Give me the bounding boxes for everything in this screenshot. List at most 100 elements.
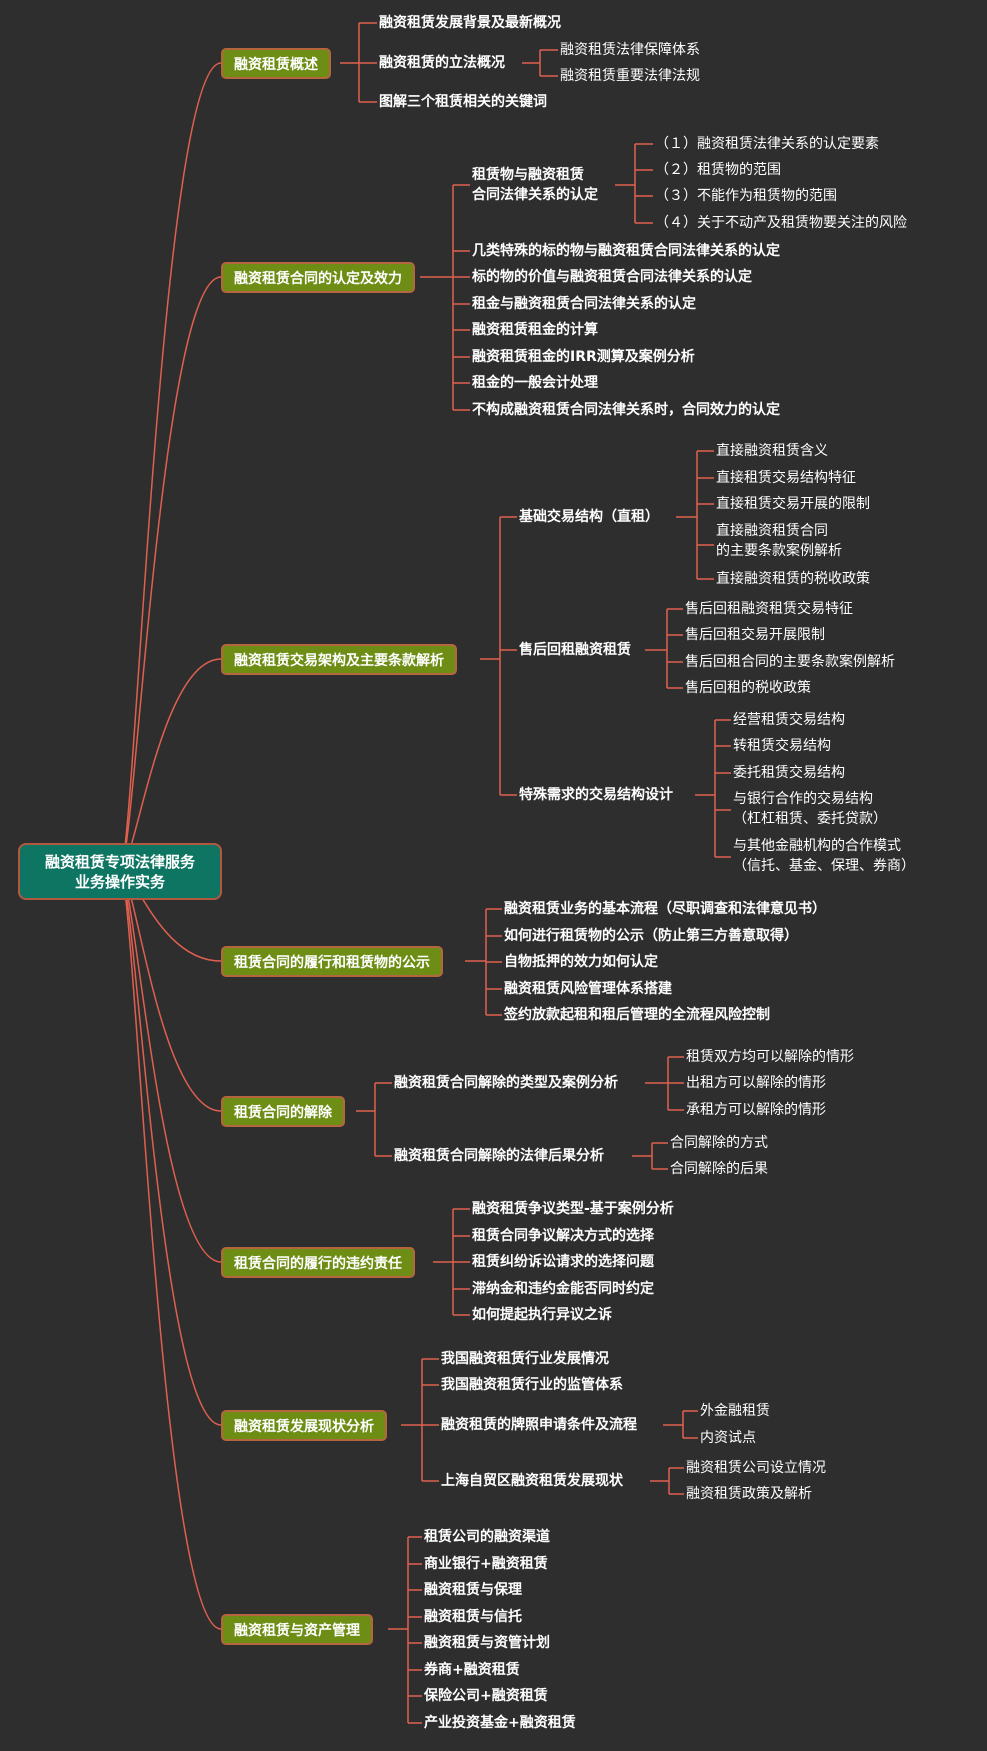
b6-item-claims[interactable]: 租赁纠纷诉讼请求的选择问题 [472,1254,654,1270]
b6-item-late-fee[interactable]: 滞纳金和违约金能否同时约定 [472,1281,654,1297]
b3-group-leaseback[interactable]: 售后回租融资租赁 [519,642,631,658]
b3-group-special-design[interactable]: 特殊需求的交易结构设计 [519,787,673,803]
b3-special-operating-lease[interactable]: 经营租赁交易结构 [733,712,845,728]
b4-item-risk-control[interactable]: 签约放款起租和租后管理的全流程风险控制 [504,1007,770,1023]
b7-sub-foreign[interactable]: 外金融租赁 [700,1403,770,1419]
b2-sub-excluded[interactable]: （３）不能作为租赁物的范围 [655,188,837,204]
branch-transaction-structure-label: 融资租赁交易架构及主要条款解析 [234,652,444,669]
branch-performance-publicity[interactable]: 租赁合同的履行和租赁物的公示 [221,946,443,977]
b2-sub-elements[interactable]: （１）融资租赁法律关系的认定要素 [655,136,879,152]
root-connector-5 [119,869,222,1112]
b7-item-supervision[interactable]: 我国融资租赁行业的监管体系 [441,1377,623,1393]
b3-leaseback-features[interactable]: 售后回租融资租赁交易特征 [685,601,853,617]
b7-sub-establishment[interactable]: 融资租赁公司设立情况 [686,1460,826,1476]
b3-direct-contract-clauses[interactable]: 直接融资租赁合同 的主要条款案例解析 [716,521,842,561]
b6-item-dispute-types[interactable]: 融资租赁争议类型-基于案例分析 [472,1201,674,1217]
b8-item-fund[interactable]: 产业投资基金+融资租赁 [424,1715,576,1731]
root-connector-2 [119,276,222,871]
b8-item-financing-channels[interactable]: 租赁公司的融资渠道 [424,1529,550,1545]
b5-item-termination-consequences[interactable]: 融资租赁合同解除的法律后果分析 [394,1148,604,1164]
b7-item-ftz[interactable]: 上海自贸区融资租赁发展现状 [441,1473,623,1489]
branch-termination-label: 租赁合同的解除 [234,1104,332,1121]
b6-item-execution-objection[interactable]: 如何提起执行异议之诉 [472,1307,612,1323]
b2-item-invalid-contract[interactable]: 不构成融资租赁合同法律关系时，合同效力的认定 [472,402,780,418]
branch-development-label: 融资租赁发展现状分析 [234,1418,374,1435]
b1-item-keywords[interactable]: 图解三个租赁相关的关键词 [379,94,547,110]
b3-direct-contract-clauses-line2: 的主要条款案例解析 [716,543,842,559]
root-line-1: 融资租赁专项法律服务 [44,852,195,871]
branch-asset-management[interactable]: 融资租赁与资产管理 [221,1614,373,1645]
b1-item-legislation[interactable]: 融资租赁的立法概况 [379,55,505,71]
b3-special-bank-cooperation-line1: 与银行合作的交易结构 [733,791,873,807]
b4-item-publicity[interactable]: 如何进行租赁物的公示（防止第三方善意取得） [504,928,798,944]
root-line-2: 业务操作实务 [74,872,165,891]
b3-direct-contract-clauses-line1: 直接融资租赁合同 [716,523,828,539]
b3-direct-meaning[interactable]: 直接融资租赁含义 [716,443,828,459]
b2-sub-real-estate-risk[interactable]: （４）关于不动产及租赁物要关注的风险 [655,215,907,231]
branch-liability-label: 租赁合同的履行的违约责任 [234,1255,402,1272]
b5-sub-method[interactable]: 合同解除的方式 [670,1135,768,1151]
b5-sub-lessee[interactable]: 承租方可以解除的情形 [686,1102,826,1118]
b3-special-bank-cooperation-line2: （杠杠租赁、委托贷款） [733,811,887,827]
b3-direct-features[interactable]: 直接租赁交易结构特征 [716,470,856,486]
b2-item-leased-property-line2: 合同法律关系的认定 [472,187,598,203]
branch-asset-management-label: 融资租赁与资产管理 [234,1622,360,1639]
branch-transaction-structure[interactable]: 融资租赁交易架构及主要条款解析 [221,644,457,675]
b3-leaseback-clauses[interactable]: 售后回租合同的主要条款案例解析 [685,654,895,670]
b8-item-factoring[interactable]: 融资租赁与保理 [424,1582,522,1598]
b1-item-legal-system[interactable]: 融资租赁法律保障体系 [560,42,700,58]
b8-item-securities[interactable]: 券商+融资租赁 [424,1662,520,1678]
b7-sub-policy[interactable]: 融资租赁政策及解析 [686,1486,812,1502]
branch-termination[interactable]: 租赁合同的解除 [221,1096,345,1127]
b4-item-risk-system[interactable]: 融资租赁风险管理体系搭建 [504,981,672,997]
b3-special-financial-institutions-line1: 与其他金融机构的合作模式 [733,838,901,854]
branch-development[interactable]: 融资租赁发展现状分析 [221,1410,387,1441]
branch-performance-publicity-label: 租赁合同的履行和租赁物的公示 [234,954,430,971]
root-connector-1 [119,62,222,871]
root-topic[interactable]: 融资租赁专项法律服务 业务操作实务 [18,843,222,900]
root-connector-7 [119,869,222,1426]
b2-item-accounting[interactable]: 租金的一般会计处理 [472,375,598,391]
b2-item-rent-relation[interactable]: 租金与融资租赁合同法律关系的认定 [472,296,696,312]
b8-item-asset-plan[interactable]: 融资租赁与资管计划 [424,1635,550,1651]
b2-item-subject-value[interactable]: 标的物的价值与融资租赁合同法律关系的认定 [472,269,752,285]
b3-special-entrusted-lease[interactable]: 委托租赁交易结构 [733,765,845,781]
b8-item-trust[interactable]: 融资租赁与信托 [424,1609,522,1625]
root-connector-8 [119,869,222,1630]
b8-item-insurance[interactable]: 保险公司+融资租赁 [424,1688,548,1704]
b3-special-financial-institutions-line2: （信托、基金、保理、券商） [733,858,915,874]
b2-item-leased-property-line1: 租赁物与融资租赁 [472,167,584,183]
b1-item-legal-regulations[interactable]: 融资租赁重要法律法规 [560,68,700,84]
b1-item-background[interactable]: 融资租赁发展背景及最新概况 [379,15,561,31]
b7-item-industry[interactable]: 我国融资租赁行业发展情况 [441,1351,609,1367]
b3-direct-tax[interactable]: 直接融资租赁的税收政策 [716,571,870,587]
branch-contract-validity[interactable]: 融资租赁合同的认定及效力 [221,262,415,293]
branch-contract-validity-label: 融资租赁合同的认定及效力 [234,270,402,287]
b3-special-sublease[interactable]: 转租赁交易结构 [733,738,831,754]
b2-item-rent-calculation[interactable]: 融资租赁租金的计算 [472,322,598,338]
branch-liability[interactable]: 租赁合同的履行的违约责任 [221,1247,415,1278]
b2-item-special-subjects[interactable]: 几类特殊的标的物与融资租赁合同法律关系的认定 [472,243,780,259]
b3-group-direct-lease[interactable]: 基础交易结构（直租） [519,509,659,525]
b3-leaseback-limits[interactable]: 售后回租交易开展限制 [685,627,825,643]
root-connector-6 [119,869,222,1263]
branch-overview-label: 融资租赁概述 [234,56,318,73]
b4-item-self-mortgage[interactable]: 自物抵押的效力如何认定 [504,954,658,970]
b8-item-bank[interactable]: 商业银行+融资租赁 [424,1556,548,1572]
b3-special-financial-institutions[interactable]: 与其他金融机构的合作模式 （信托、基金、保理、券商） [733,836,915,876]
branch-overview[interactable]: 融资租赁概述 [221,48,331,79]
b6-item-dispute-resolution[interactable]: 租赁合同争议解决方式的选择 [472,1228,654,1244]
b4-item-basic-process[interactable]: 融资租赁业务的基本流程（尽职调查和法律意见书） [504,901,826,917]
b2-item-irr[interactable]: 融资租赁租金的IRR测算及案例分析 [472,349,695,365]
b3-leaseback-tax[interactable]: 售后回租的税收政策 [685,680,811,696]
b3-special-bank-cooperation[interactable]: 与银行合作的交易结构 （杠杠租赁、委托贷款） [733,789,887,829]
b2-sub-scope[interactable]: （２）租赁物的范围 [655,162,781,178]
b5-sub-both-parties[interactable]: 租赁双方均可以解除的情形 [686,1049,854,1065]
b7-item-license[interactable]: 融资租赁的牌照申请条件及流程 [441,1417,637,1433]
b2-item-leased-property[interactable]: 租赁物与融资租赁 合同法律关系的认定 [472,165,598,205]
b7-sub-domestic[interactable]: 内资试点 [700,1430,756,1446]
b5-sub-consequence[interactable]: 合同解除的后果 [670,1161,768,1177]
b5-item-termination-types[interactable]: 融资租赁合同解除的类型及案例分析 [394,1075,618,1091]
b3-direct-limits[interactable]: 直接租赁交易开展的限制 [716,496,870,512]
b5-sub-lessor[interactable]: 出租方可以解除的情形 [686,1075,826,1091]
